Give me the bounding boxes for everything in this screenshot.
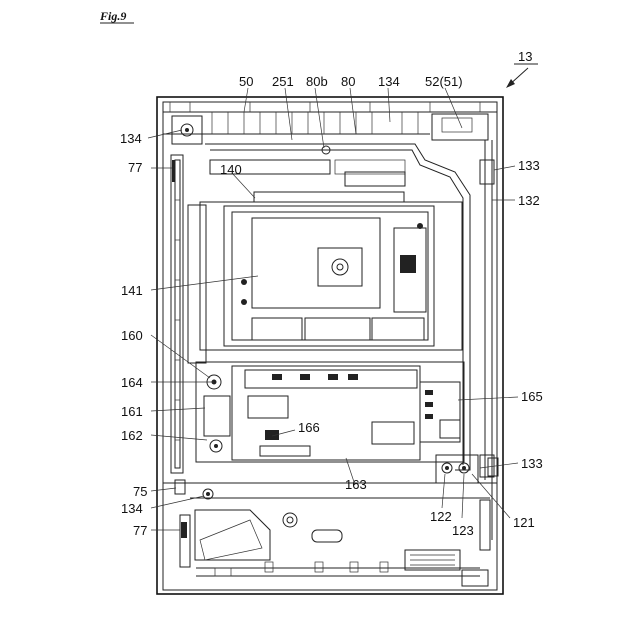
label-165: 165 xyxy=(521,389,543,404)
label-162: 162 xyxy=(121,428,143,443)
control-board xyxy=(196,362,464,462)
label-160: 160 xyxy=(121,328,143,343)
label-134-left: 134 xyxy=(120,131,142,146)
left-side-rail xyxy=(171,155,183,473)
label-80b: 80b xyxy=(306,74,328,89)
label-77-lower: 77 xyxy=(133,523,147,538)
label-251: 251 xyxy=(272,74,294,89)
label-161: 161 xyxy=(121,404,143,419)
connector-housing xyxy=(436,455,498,483)
label-164: 164 xyxy=(121,375,143,390)
display-unit xyxy=(188,202,462,363)
label-122: 122 xyxy=(430,509,452,524)
label-80: 80 xyxy=(341,74,355,89)
figure-title: Fig.9 xyxy=(99,9,126,23)
label-50: 50 xyxy=(239,74,253,89)
label-121: 121 xyxy=(513,515,535,530)
upper-bracket xyxy=(205,144,470,470)
label-141: 141 xyxy=(121,283,143,298)
label-166: 166 xyxy=(298,420,320,435)
label-133-lower: 133 xyxy=(521,456,543,471)
label-133-upper: 133 xyxy=(518,158,540,173)
label-123: 123 xyxy=(452,523,474,538)
label-77-upper: 77 xyxy=(128,160,142,175)
label-134-lower: 134 xyxy=(121,501,143,516)
label-52-51: 52(51) xyxy=(425,74,463,89)
label-140: 140 xyxy=(220,162,242,177)
label-75: 75 xyxy=(133,484,147,499)
reference-numeral: 13 xyxy=(518,49,532,64)
label-132: 132 xyxy=(518,193,540,208)
label-134-top: 134 xyxy=(378,74,400,89)
label-163: 163 xyxy=(345,477,367,492)
lower-frame xyxy=(163,480,497,586)
